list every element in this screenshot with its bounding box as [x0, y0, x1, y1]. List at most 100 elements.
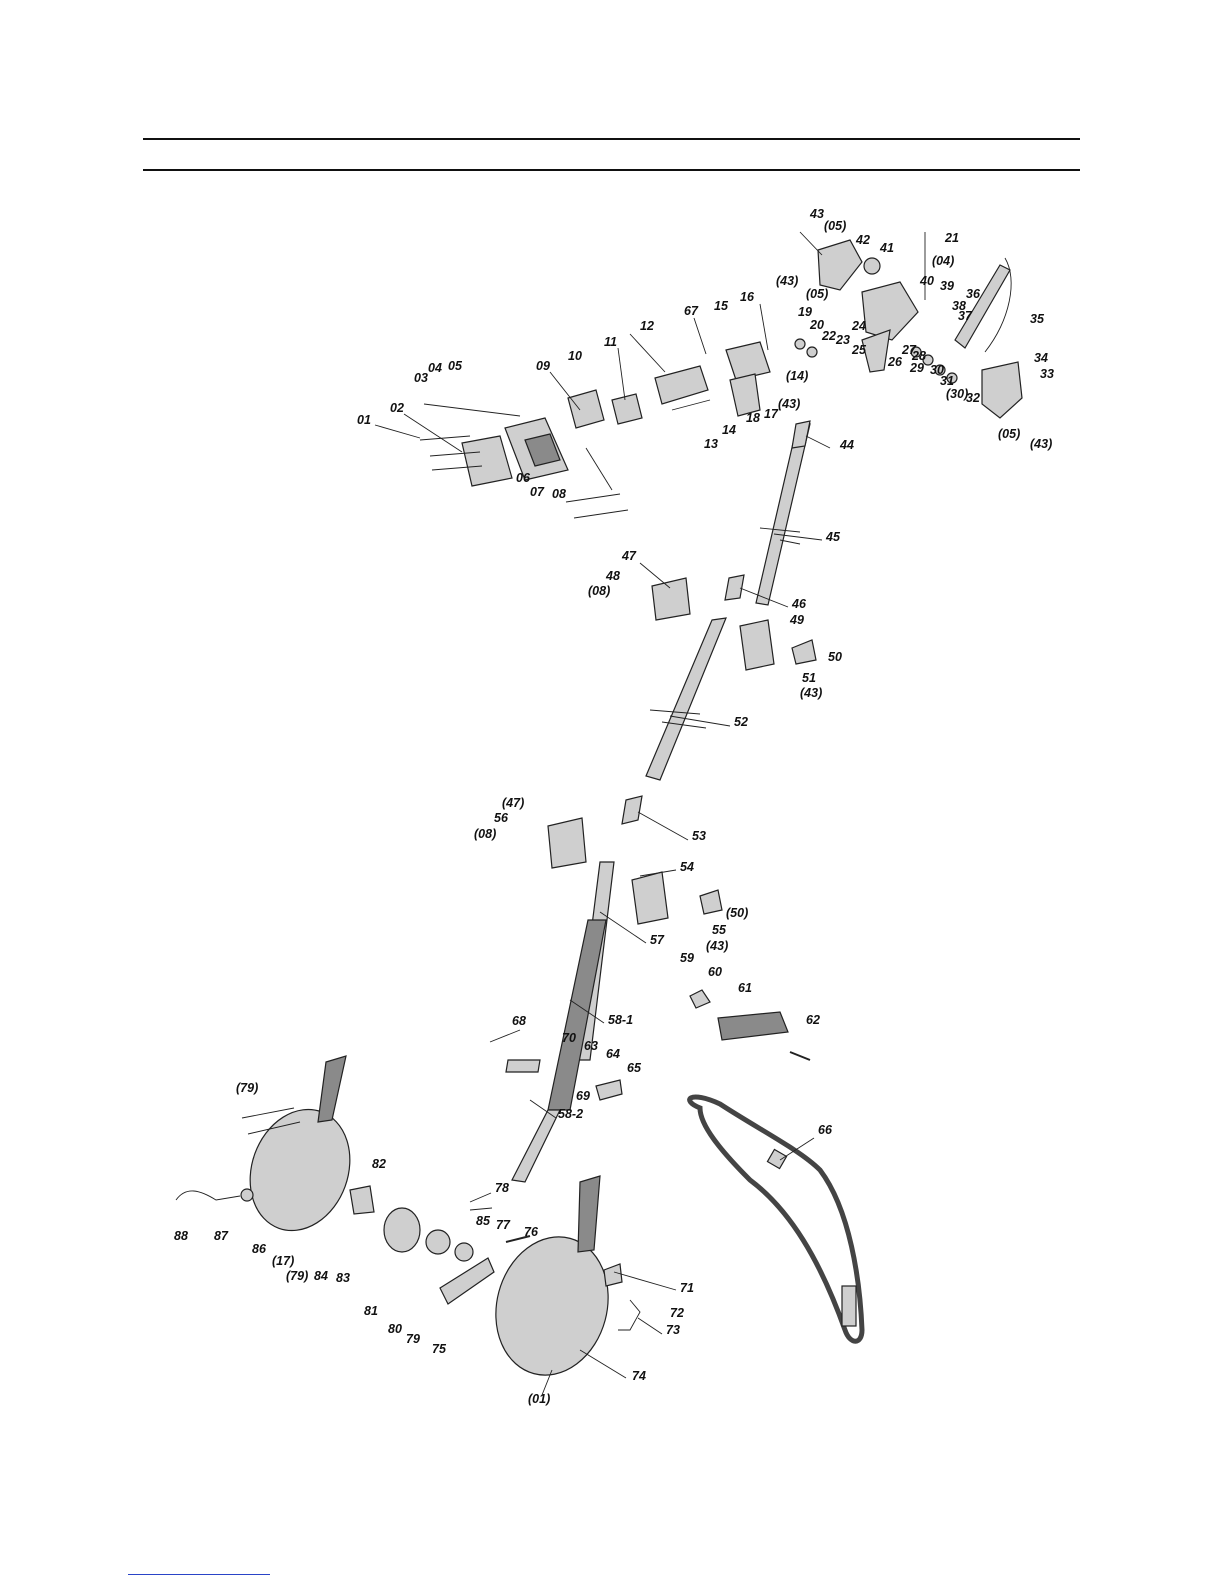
part-label: 04 [428, 361, 442, 375]
pole-part-52 [645, 617, 727, 781]
nut-part-87 [240, 1188, 254, 1202]
cover-part-42 [817, 239, 863, 291]
part-label: 52 [734, 715, 748, 729]
part-label: 54 [680, 860, 694, 874]
clamp-part-56 [547, 817, 587, 869]
part-label: (43) [1030, 437, 1052, 451]
switch-part-72 [603, 1263, 623, 1287]
part-label: 30 [930, 363, 944, 377]
cord-part-66 [687, 1094, 865, 1344]
part-label: 57 [650, 933, 665, 947]
part-label: 23 [835, 333, 850, 347]
part-label: (30) [946, 387, 968, 401]
part-label: 74 [632, 1369, 646, 1383]
part-label: 84 [314, 1269, 328, 1283]
part-label: 66 [818, 1123, 833, 1137]
spring-part-85 [454, 1242, 474, 1262]
part-label: (08) [588, 584, 610, 598]
part-label: (43) [778, 397, 800, 411]
extension-cord-group [687, 1094, 865, 1344]
pole-part-45 [755, 423, 811, 606]
part-label: 63 [584, 1039, 598, 1053]
lever-part-50b [699, 889, 723, 915]
part-label: 47 [621, 549, 637, 563]
part-label: 64 [606, 1047, 620, 1061]
part-label: 70 [562, 1031, 576, 1045]
part-label: 38 [952, 299, 966, 313]
part-label: 67 [684, 304, 699, 318]
part-label: 48 [605, 569, 620, 583]
part-label: 29 [909, 361, 924, 375]
chain-part-35 [984, 257, 1012, 353]
leader-lines [374, 303, 831, 1396]
part-label: 26 [887, 355, 903, 369]
part-label: 01 [357, 413, 371, 427]
part-label: 27 [901, 343, 917, 357]
brush-holder-part-10 [567, 389, 605, 429]
part-label: 77 [496, 1218, 511, 1232]
part-label: 45 [825, 530, 841, 544]
part-label: (08) [474, 827, 496, 841]
part-label: 36 [966, 287, 981, 301]
part-label: 68 [512, 1014, 526, 1028]
part-label: 51 [802, 671, 816, 685]
sprocket-part-41 [863, 257, 881, 275]
part-label: 21 [944, 231, 959, 245]
housing-window [524, 433, 561, 467]
part-label: 82 [372, 1157, 386, 1171]
part-label: 62 [806, 1013, 820, 1027]
part-80 [425, 1229, 451, 1255]
part-label: 61 [738, 981, 752, 995]
upper-pole-group [651, 420, 817, 671]
part-label: (47) [502, 796, 524, 810]
part-label: (50) [726, 906, 748, 920]
part-label: 18 [746, 411, 760, 425]
plate-part-11 [611, 393, 643, 425]
part-label: 42 [855, 233, 870, 247]
part-label: 58-1 [608, 1013, 633, 1027]
part-label: 09 [536, 359, 550, 373]
clamp-part-55 [631, 871, 669, 925]
part-label: 65 [627, 1061, 642, 1075]
tube-part-58-2 [511, 1109, 561, 1183]
handle-grip-left [317, 1055, 347, 1123]
housing-half-part-15 [725, 341, 771, 381]
ring-part-70 [505, 1059, 541, 1073]
part-label: 08 [552, 487, 566, 501]
part-label: 58-2 [558, 1107, 583, 1121]
part-label: (05) [806, 287, 828, 301]
part-label: 15 [714, 299, 729, 313]
part-label: 03 [414, 371, 428, 385]
part-label: 32 [966, 391, 980, 405]
lever-part-50 [791, 639, 817, 665]
motor-housing-group [419, 333, 771, 519]
sleeve-part-53 [621, 795, 643, 825]
part-label: 41 [879, 241, 894, 255]
part-label: 07 [530, 485, 545, 499]
part-label: 19 [798, 305, 812, 319]
clamp-part-51 [739, 619, 775, 671]
part-label: 79 [406, 1332, 420, 1346]
end-cap-part-02 [461, 435, 513, 487]
header-rule-top [143, 138, 1080, 140]
part-label: 78 [495, 1181, 509, 1195]
part-label: (05) [998, 427, 1020, 441]
gear-housing-part-24 [861, 281, 919, 341]
part-label: 44 [839, 438, 854, 452]
part-label: 28 [911, 349, 926, 363]
sleeve-part-46 [724, 574, 745, 601]
handle-part-18 [729, 373, 761, 417]
plug-part-66 [841, 1285, 857, 1327]
part-label: 76 [524, 1225, 539, 1239]
spool-part-81 [383, 1207, 421, 1253]
part-label: 56 [494, 811, 509, 825]
part-label: 16 [740, 290, 755, 304]
chain-cover-part-34 [981, 361, 1023, 419]
part-label: 55 [712, 923, 727, 937]
part-label: 60 [708, 965, 722, 979]
part-label: (04) [932, 254, 954, 268]
part-label: 86 [252, 1242, 267, 1256]
part-label: 22 [821, 329, 836, 343]
